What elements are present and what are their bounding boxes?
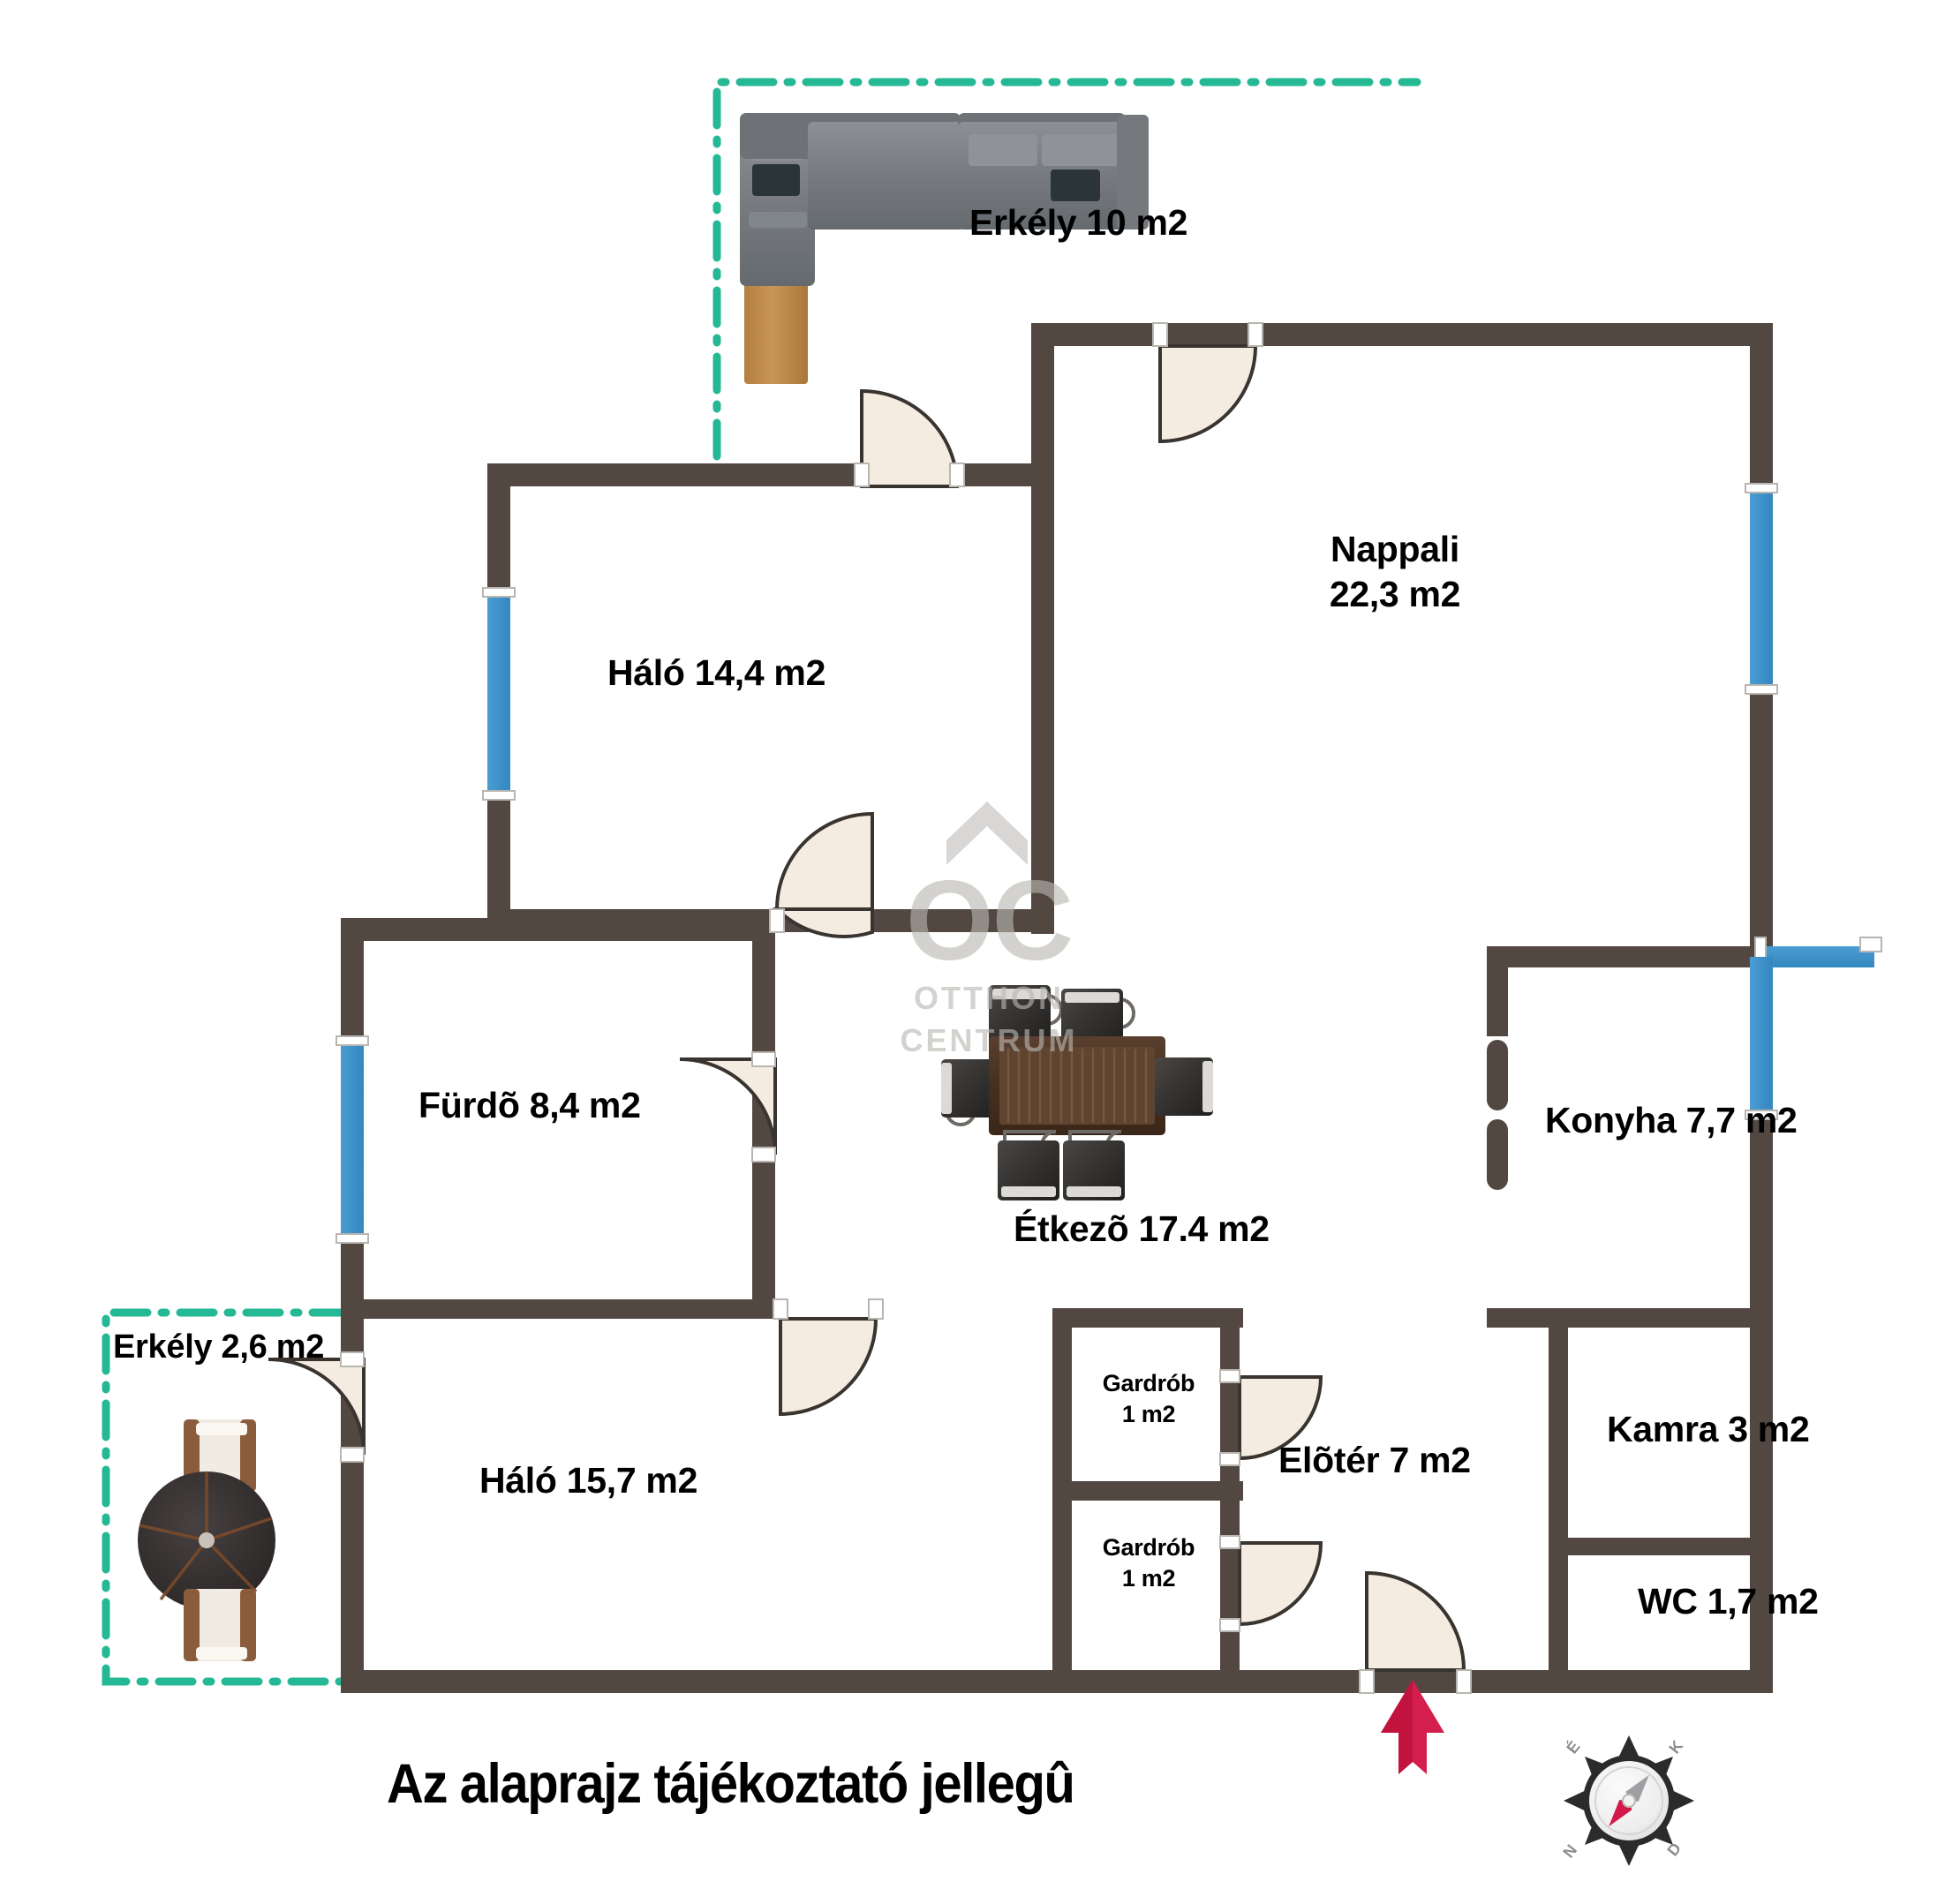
room-label-nappali-name: Nappali <box>1331 529 1459 569</box>
balcony-outline-top <box>712 78 1421 461</box>
compass-east: K <box>1665 1737 1686 1757</box>
watermark-line-1: OTTHON <box>914 980 1064 1016</box>
watermark-monogram: OC <box>906 858 1074 984</box>
room-label-eloter: Elõtér 7 m2 <box>1278 1440 1471 1480</box>
room-label-nappali-area: 22,3 m2 <box>1329 574 1461 614</box>
chair <box>998 1130 1059 1200</box>
compass-north: É <box>1563 1737 1584 1757</box>
balcony-umbrella-table <box>138 1471 275 1609</box>
room-label-kamra: Kamra 3 m2 <box>1607 1409 1810 1449</box>
windows <box>335 483 1882 1244</box>
chair <box>941 1059 999 1126</box>
chair <box>1155 1057 1213 1116</box>
balcony-chair <box>184 1589 256 1661</box>
room-label-erkely-10: Erkély 10 m2 <box>969 202 1188 243</box>
balcony-furniture <box>138 1419 275 1661</box>
dining-set <box>941 985 1213 1200</box>
disclaimer-text: Az alaprajz tájékoztató jellegû <box>387 1753 1075 1815</box>
doors <box>268 322 1472 1694</box>
room-label-erkely-26: Erkély 2,6 m2 <box>113 1328 325 1366</box>
watermark-line-2: CENTRUM <box>900 1022 1078 1058</box>
room-label-wc: WC 1,7 m2 <box>1638 1581 1819 1622</box>
room-label-konyha: Konyha 7,7 m2 <box>1545 1100 1798 1140</box>
room-label-gardrob-2-name: Gardrób <box>1102 1534 1195 1561</box>
room-label-halo-15: Háló 15,7 m2 <box>479 1460 698 1501</box>
room-label-halo-14: Háló 14,4 m2 <box>607 652 826 693</box>
compass-west: N <box>1559 1841 1580 1862</box>
room-label-furdo: Fürdõ 8,4 m2 <box>418 1085 641 1125</box>
entrance-arrow <box>1381 1680 1444 1774</box>
chair <box>1063 1130 1125 1200</box>
chair <box>989 985 1063 1045</box>
room-label-gardrob-1-area: 1 m2 <box>1121 1401 1176 1427</box>
room-label-gardrob-1-name: Gardrób <box>1102 1370 1195 1396</box>
room-label-gardrob-2-area: 1 m2 <box>1121 1565 1176 1592</box>
room-label-etkezo: Étkezõ 17.4 m2 <box>1014 1208 1270 1249</box>
chair <box>1061 989 1135 1049</box>
balcony-outline-bottom-left <box>102 1308 351 1686</box>
sofa-furniture <box>740 113 1149 384</box>
watermark-roof-icon <box>946 802 1028 865</box>
compass-rose: É K N D <box>1559 1735 1694 1866</box>
